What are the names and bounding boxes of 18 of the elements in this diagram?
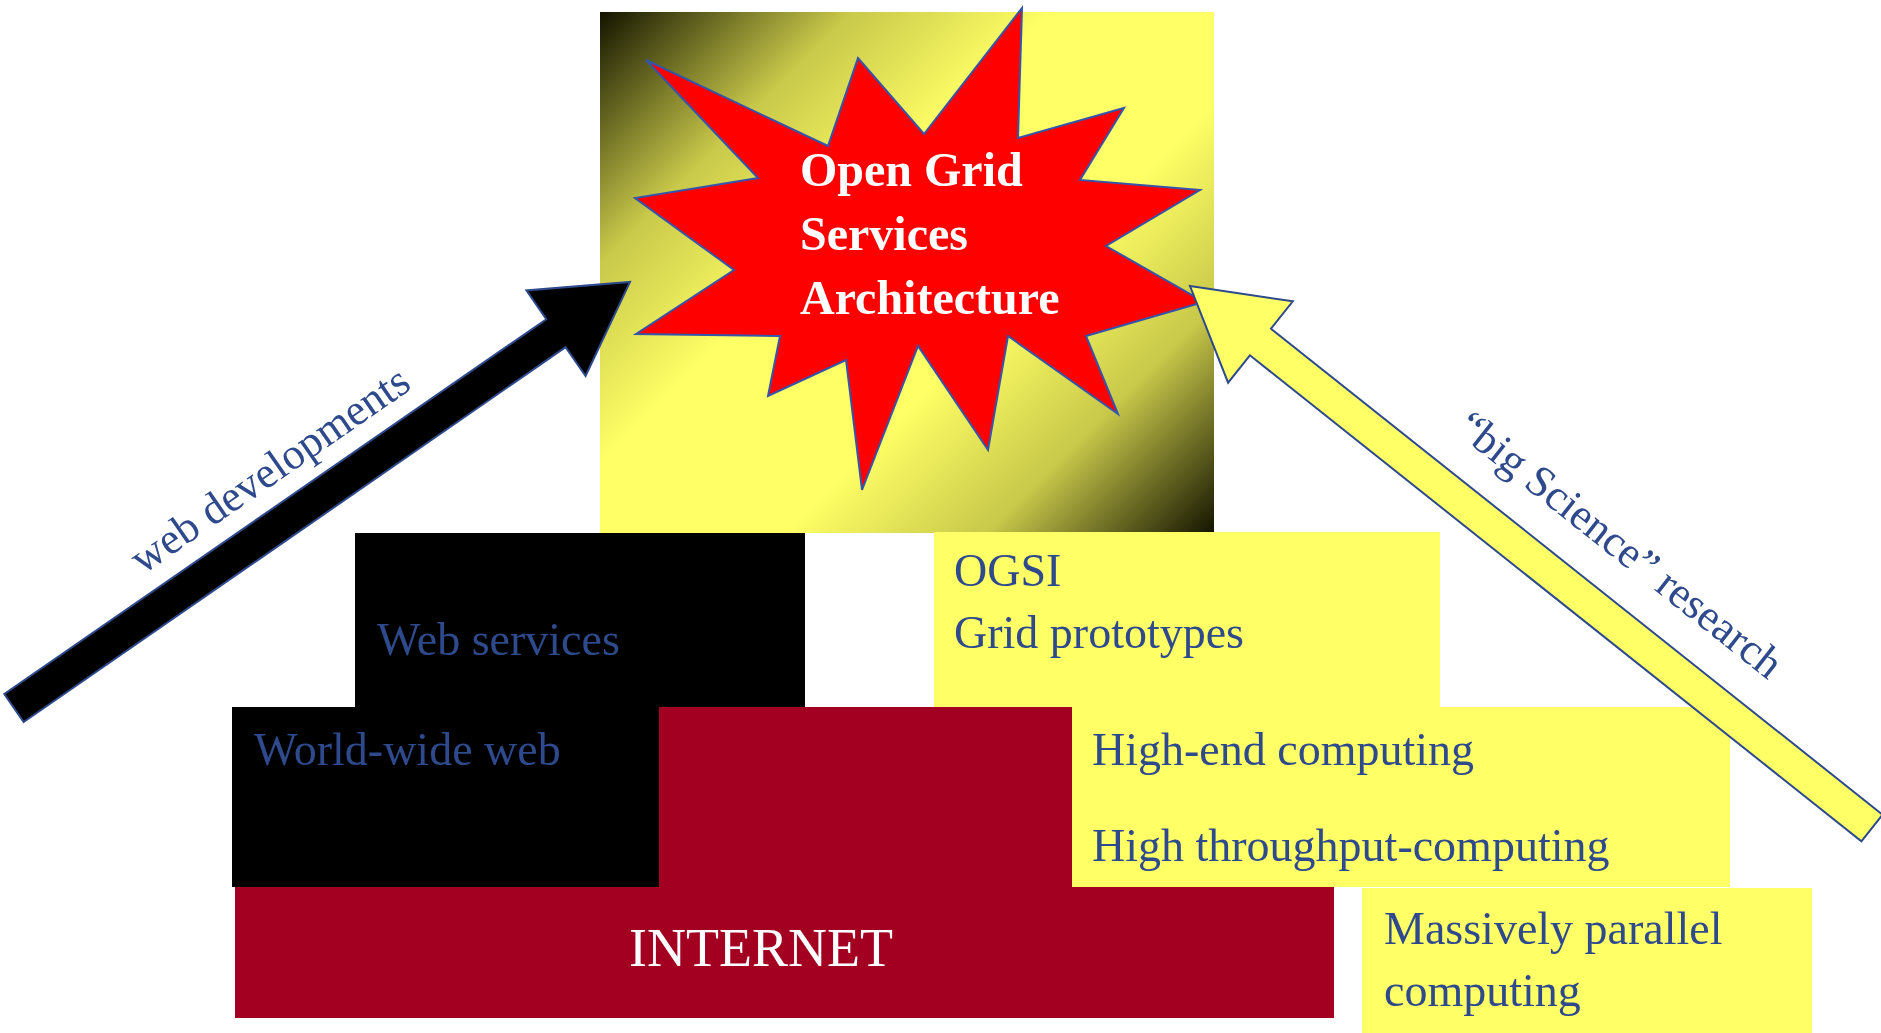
layer-label: Massively parallel computing — [1384, 902, 1724, 1018]
layer-block — [1362, 888, 1812, 1033]
layer-label: World-wide web — [254, 723, 561, 777]
layer-block — [934, 532, 1440, 707]
layer-block — [232, 707, 659, 887]
block-arrow — [2, 280, 632, 724]
layer-block — [235, 887, 1334, 1018]
layer-label: INTERNET — [629, 917, 893, 979]
layer-label: High-end computing — [1092, 723, 1474, 777]
title-text: Open Grid Services Architecture — [800, 142, 1061, 326]
block-arrow — [1188, 284, 1881, 843]
layer-label: OGSI — [954, 544, 1062, 598]
layer-label: High throughput-computing — [1092, 819, 1610, 873]
layer-label: Web services — [377, 613, 620, 667]
layer-block — [355, 533, 805, 707]
layer-label: Grid prototypes — [954, 606, 1244, 660]
layer-block — [1072, 707, 1730, 887]
layer-block — [659, 707, 1072, 887]
